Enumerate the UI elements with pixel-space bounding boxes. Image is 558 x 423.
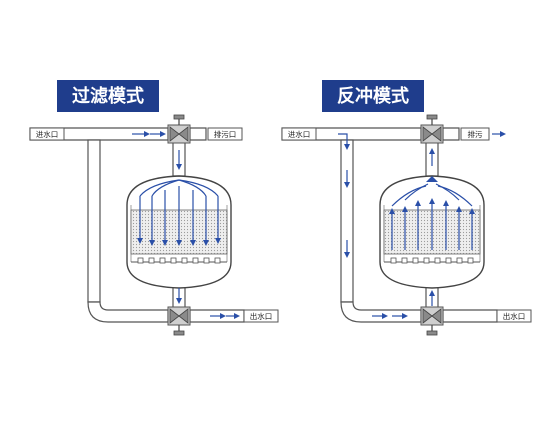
backwash-mode-title-bg [322, 80, 424, 112]
filter-bottom-valve [167, 306, 191, 336]
backwash-drain-label: 排污 [468, 129, 483, 139]
backwash-inlet-label: 进水口 [288, 129, 311, 139]
filter-nozzles [137, 257, 221, 264]
filter-mode-title-bg [57, 80, 159, 112]
filter-bypass-pipe [87, 139, 101, 303]
backwash-drain-pipe [442, 127, 460, 141]
backwash-outlet-pipe [442, 309, 498, 323]
backwash-flow-arrows [338, 131, 506, 319]
filter-top-valve [167, 114, 191, 144]
filter-drain-label: 排污口 [214, 129, 237, 139]
backwash-bypass-pipe [340, 139, 354, 303]
backwash-outlet-label: 出水口 [503, 311, 526, 321]
filter-drain-label-box [207, 127, 243, 141]
filter-outlet-label: 出水口 [250, 311, 273, 321]
filter-flow-arrows [132, 131, 240, 319]
backwash-nozzles [390, 257, 474, 264]
backwash-drain-label-box [460, 127, 490, 141]
filter-drain-pipe [189, 127, 207, 141]
filter-mode-panel: 过滤模式 进水口 排污口 出水口 [29, 80, 279, 336]
backwash-mode-title: 反冲模式 [337, 85, 409, 107]
backwash-inlet-label-box [281, 127, 317, 141]
filter-inlet-label-box [29, 127, 65, 141]
backwash-outlet-label-box [496, 309, 532, 323]
backwash-bottom-pipe-left [340, 301, 422, 323]
filter-inlet-label: 进水口 [36, 129, 59, 139]
backwash-mode-panel: 反冲模式 进水口 排污 出水口 [281, 80, 532, 336]
filter-outlet-label-box [243, 309, 279, 323]
backwash-bottom-valve [420, 306, 444, 336]
filter-bottom-pipe-left [87, 301, 169, 323]
filter-mode-title: 过滤模式 [72, 85, 144, 107]
backwash-top-valve [420, 114, 444, 144]
